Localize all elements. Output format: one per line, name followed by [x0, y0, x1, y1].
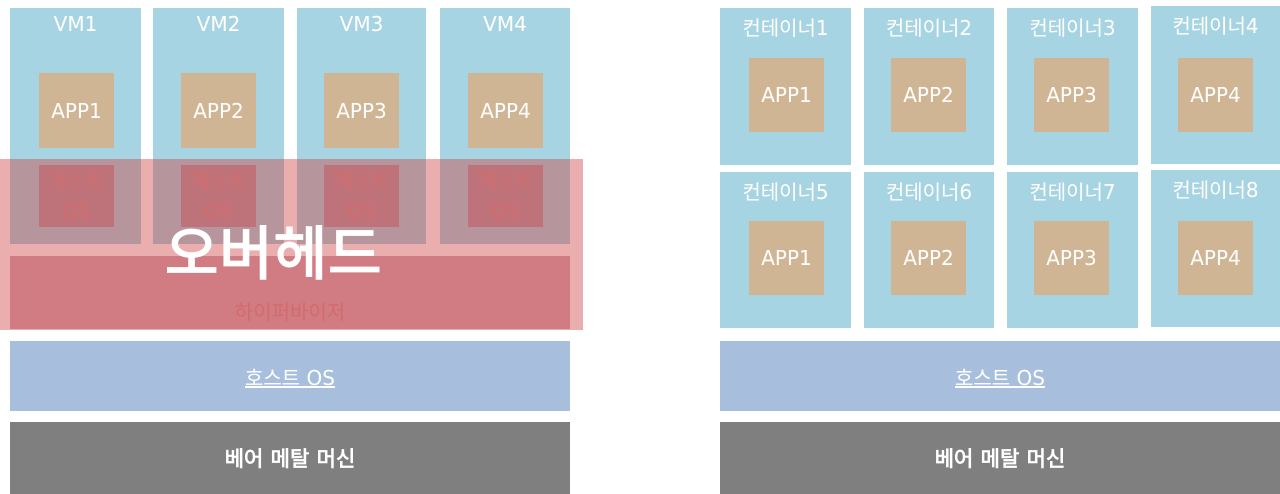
guest-os-line1: 게스트 [190, 169, 247, 193]
container-label: 컨테이너4 [1172, 14, 1259, 38]
host-os-layer: 호스트 OS [10, 341, 570, 411]
container-label: 컨테이너3 [1029, 16, 1116, 40]
guest-os-line1: 게스트 [477, 169, 534, 193]
guest-os-1: 게스트 OS [39, 165, 114, 227]
vm-app-2: APP2 [181, 73, 256, 148]
host-os-layer: 호스트 OS [720, 341, 1280, 411]
container-box-4: 컨테이너4 [1151, 6, 1280, 164]
container-label: 컨테이너7 [1029, 180, 1116, 204]
bare-metal-label: 베어 메탈 머신 [224, 447, 356, 471]
container-label: 컨테이너8 [1172, 178, 1259, 202]
host-os-label: 호스트 OS [955, 365, 1045, 390]
container-box-3: 컨테이너3 [1007, 8, 1138, 165]
host-os-label: 호스트 OS [245, 365, 335, 390]
container-app-2: APP2 [891, 58, 966, 132]
guest-os-line2: OS [491, 199, 520, 223]
vm-label: VM3 [339, 12, 384, 36]
guest-os-3: 게스트 OS [324, 165, 399, 227]
container-app-4: APP4 [1178, 58, 1253, 132]
bare-metal-label: 베어 메탈 머신 [934, 447, 1066, 471]
guest-os-4: 게스트 OS [468, 165, 543, 227]
vm-app-1: APP1 [39, 73, 114, 148]
vm-label: VM1 [53, 12, 98, 36]
container-label: 컨테이너6 [885, 180, 973, 204]
guest-os-line1: 게스트 [48, 169, 105, 193]
vm-label: VM4 [483, 12, 527, 36]
container-box-7: 컨테이너7 [1007, 172, 1138, 328]
bare-metal-layer: 베어 메탈 머신 [720, 422, 1280, 494]
overhead-overlay [0, 159, 583, 330]
guest-os-line2: OS [347, 199, 376, 223]
container-app-6: APP2 [891, 221, 966, 295]
vm-app-3: APP3 [324, 73, 399, 148]
container-label: 컨테이너1 [742, 16, 829, 40]
vm-app-4: APP4 [468, 73, 543, 148]
vm-label: VM2 [196, 12, 241, 36]
container-label: 컨테이너2 [885, 16, 973, 40]
hypervisor-label: 하이퍼바이저 [234, 300, 346, 324]
container-app-7: APP3 [1034, 221, 1109, 295]
container-app-5: APP1 [749, 221, 824, 295]
guest-os-line1: 게스트 [333, 169, 390, 193]
container-app-3: APP3 [1034, 58, 1109, 132]
container-app-8: APP4 [1178, 221, 1253, 295]
overhead-label: 오버헤드 [165, 220, 383, 288]
guest-os-2: 게스트 OS [181, 165, 256, 227]
container-label: 컨테이너5 [742, 180, 829, 204]
container-app-1: APP1 [749, 58, 824, 132]
bare-metal-layer: 베어 메탈 머신 [10, 422, 570, 494]
hypervisor-layer: 하이퍼바이저 [10, 256, 570, 329]
guest-os-line2: OS [62, 199, 91, 223]
guest-os-line2: OS [204, 199, 233, 223]
